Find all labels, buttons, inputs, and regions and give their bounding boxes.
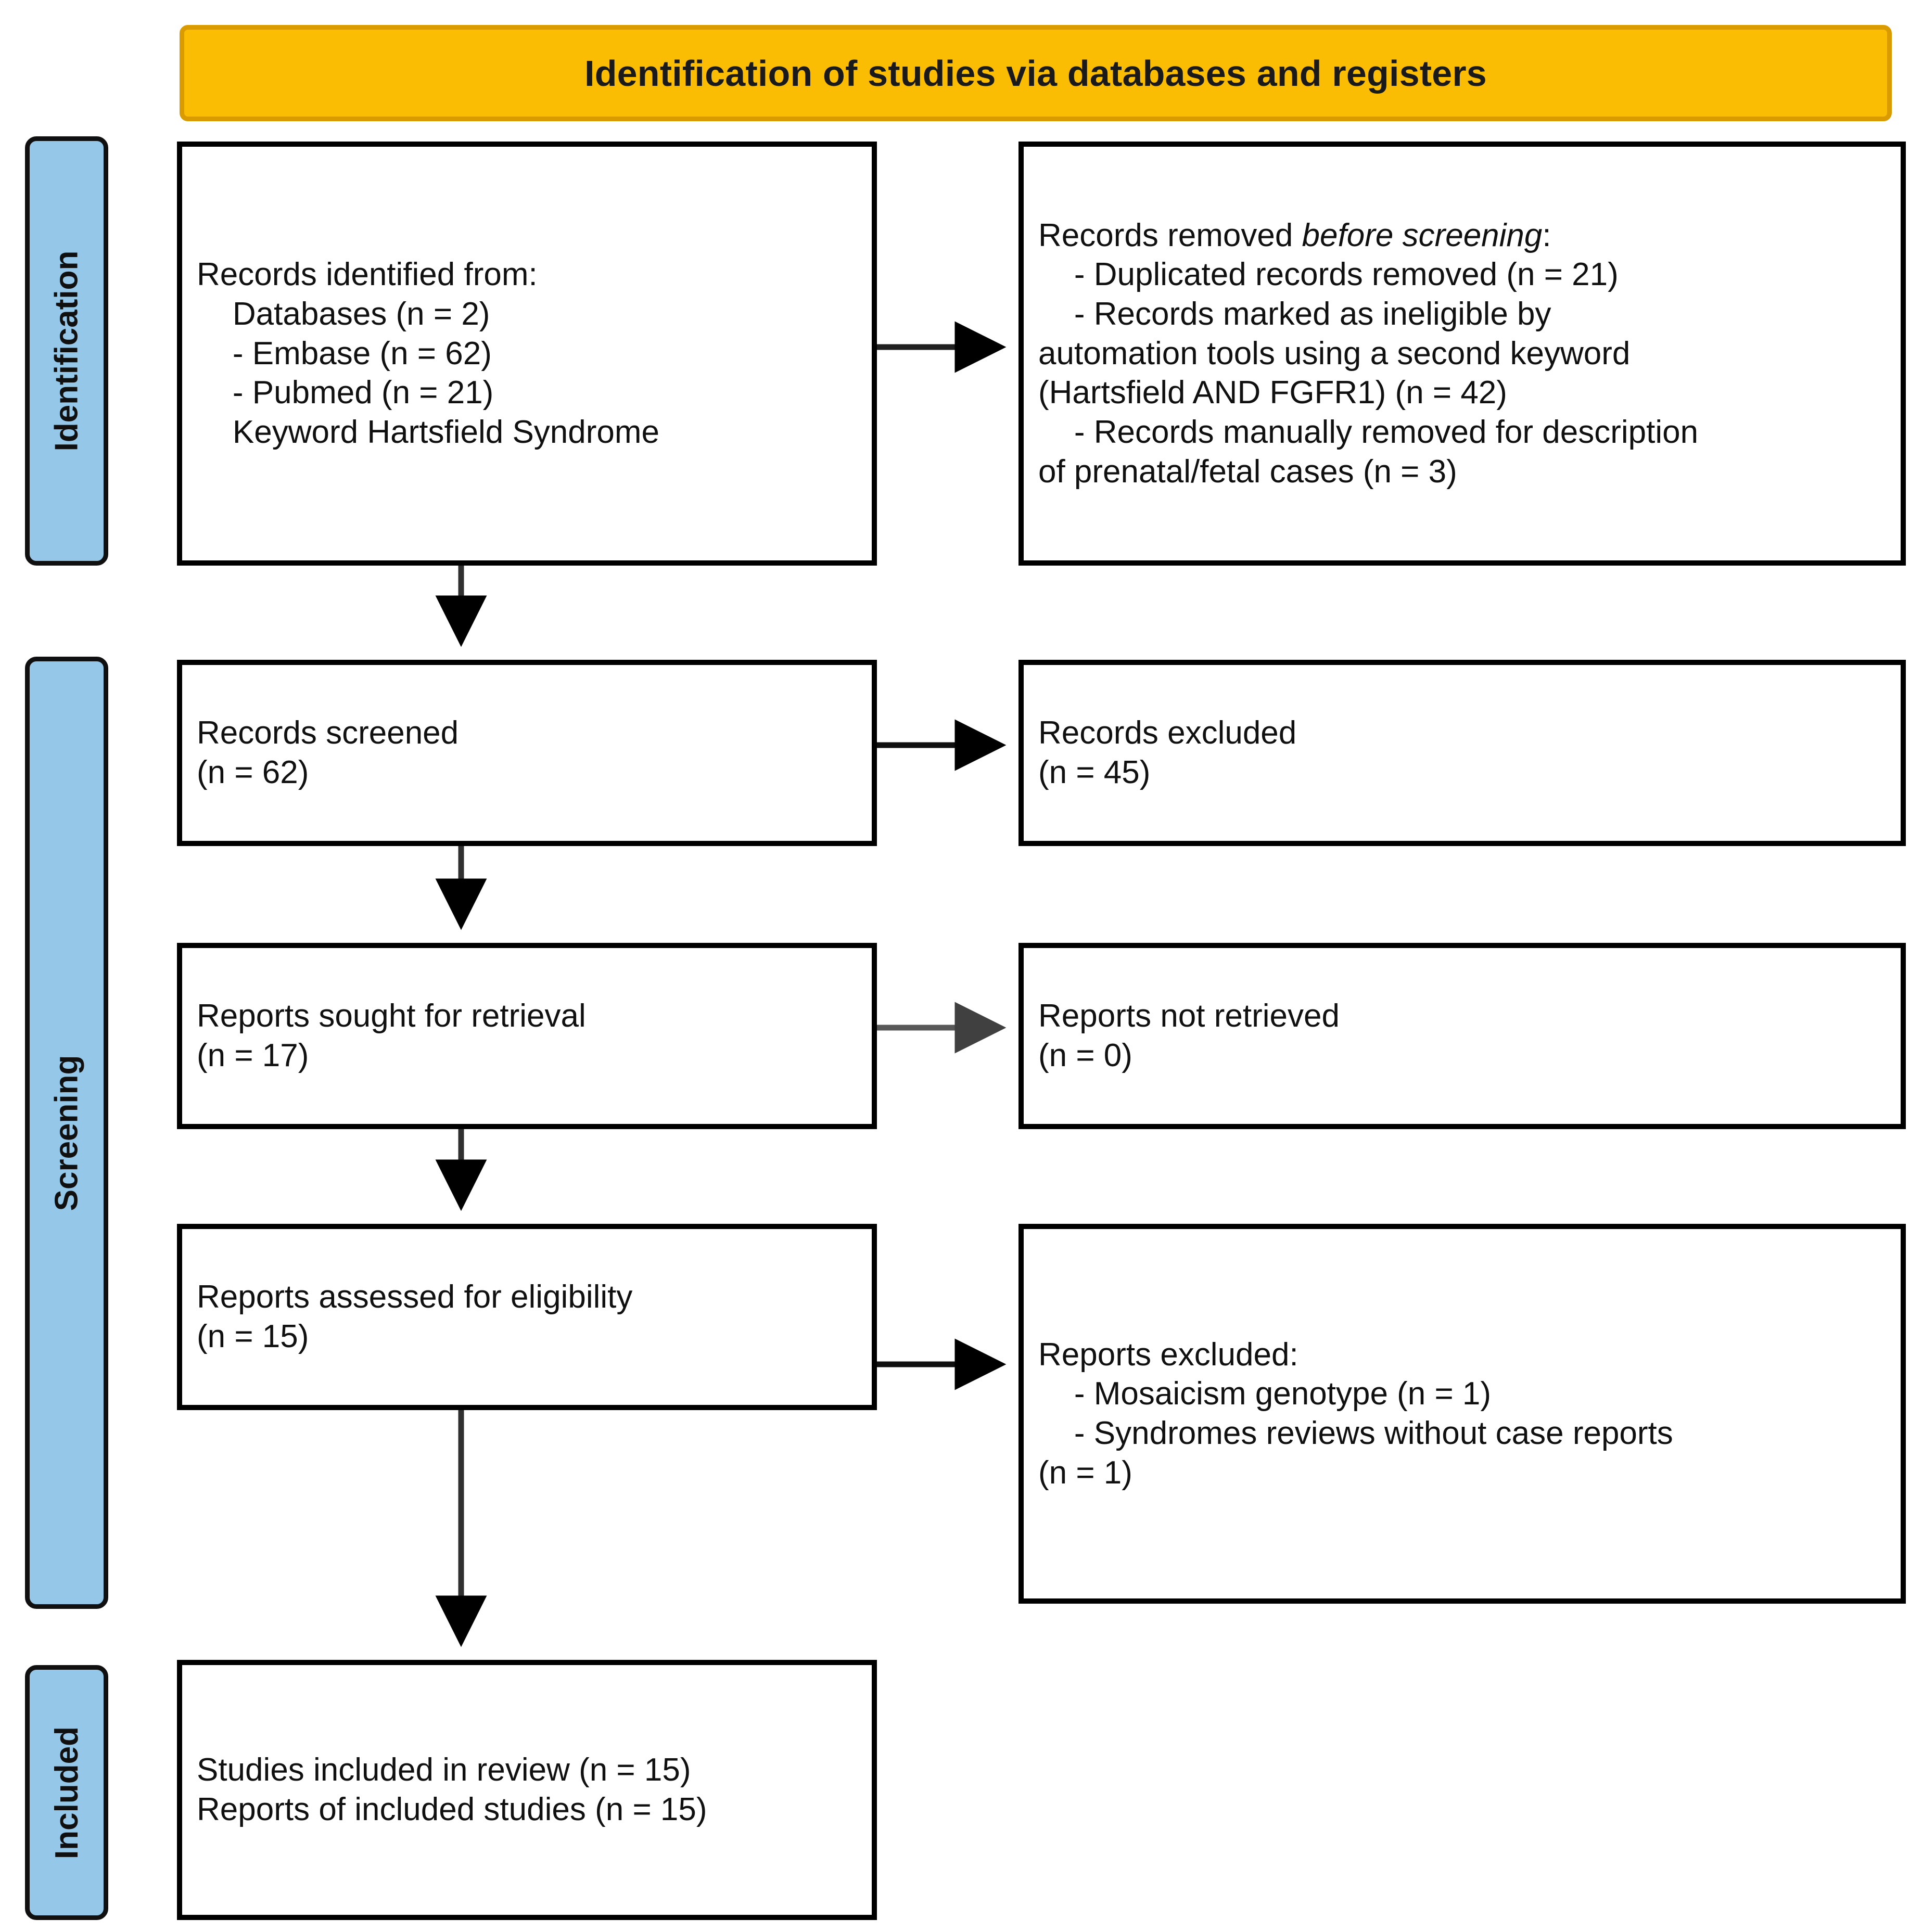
box-records-screened[interactable]: Records screened(n = 62): [177, 660, 877, 846]
stage-label-identification-text: Identification: [48, 250, 85, 452]
box-records-excluded-text: Records excluded(n = 45): [1038, 715, 1297, 790]
box-reports-sought-text: Reports sought for retrieval(n = 17): [197, 998, 586, 1073]
box-reports-assessed-text: Reports assessed for eligibility(n = 15): [197, 1279, 633, 1354]
stage-label-screening: Screening: [25, 657, 108, 1609]
box-reports-excluded[interactable]: Reports excluded: - Mosaicism genotype (…: [1018, 1224, 1906, 1604]
box-records-removed-before-screening[interactable]: Records removed before screening: - Dupl…: [1018, 142, 1906, 566]
stage-label-included: Included: [25, 1665, 108, 1920]
box-reports-not-retrieved-text: Reports not retrieved(n = 0): [1038, 998, 1340, 1073]
stage-label-identification: Identification: [25, 136, 108, 566]
box-reports-assessed-for-eligibility[interactable]: Reports assessed for eligibility(n = 15): [177, 1224, 877, 1410]
box-reports-excluded-text: Reports excluded: - Mosaicism genotype (…: [1038, 1336, 1673, 1491]
box-records-identified-text: Records identified from: Databases (n = …: [197, 257, 660, 450]
box-records-removed-text: Records removed before screening: - Dupl…: [1038, 217, 1699, 490]
box-reports-sought-for-retrieval[interactable]: Reports sought for retrieval(n = 17): [177, 943, 877, 1129]
box-records-screened-text: Records screened(n = 62): [197, 715, 459, 790]
diagram-title: Identification of studies via databases …: [584, 53, 1487, 94]
box-reports-not-retrieved[interactable]: Reports not retrieved(n = 0): [1018, 943, 1906, 1129]
diagram-header-banner: Identification of studies via databases …: [180, 25, 1892, 121]
box-records-identified[interactable]: Records identified from: Databases (n = …: [177, 142, 877, 566]
stage-label-included-text: Included: [48, 1726, 85, 1859]
box-studies-included-text: Studies included in review (n = 15)Repor…: [197, 1752, 707, 1827]
stage-label-screening-text: Screening: [48, 1055, 85, 1211]
box-records-excluded[interactable]: Records excluded(n = 45): [1018, 660, 1906, 846]
box-studies-included-in-review[interactable]: Studies included in review (n = 15)Repor…: [177, 1660, 877, 1920]
